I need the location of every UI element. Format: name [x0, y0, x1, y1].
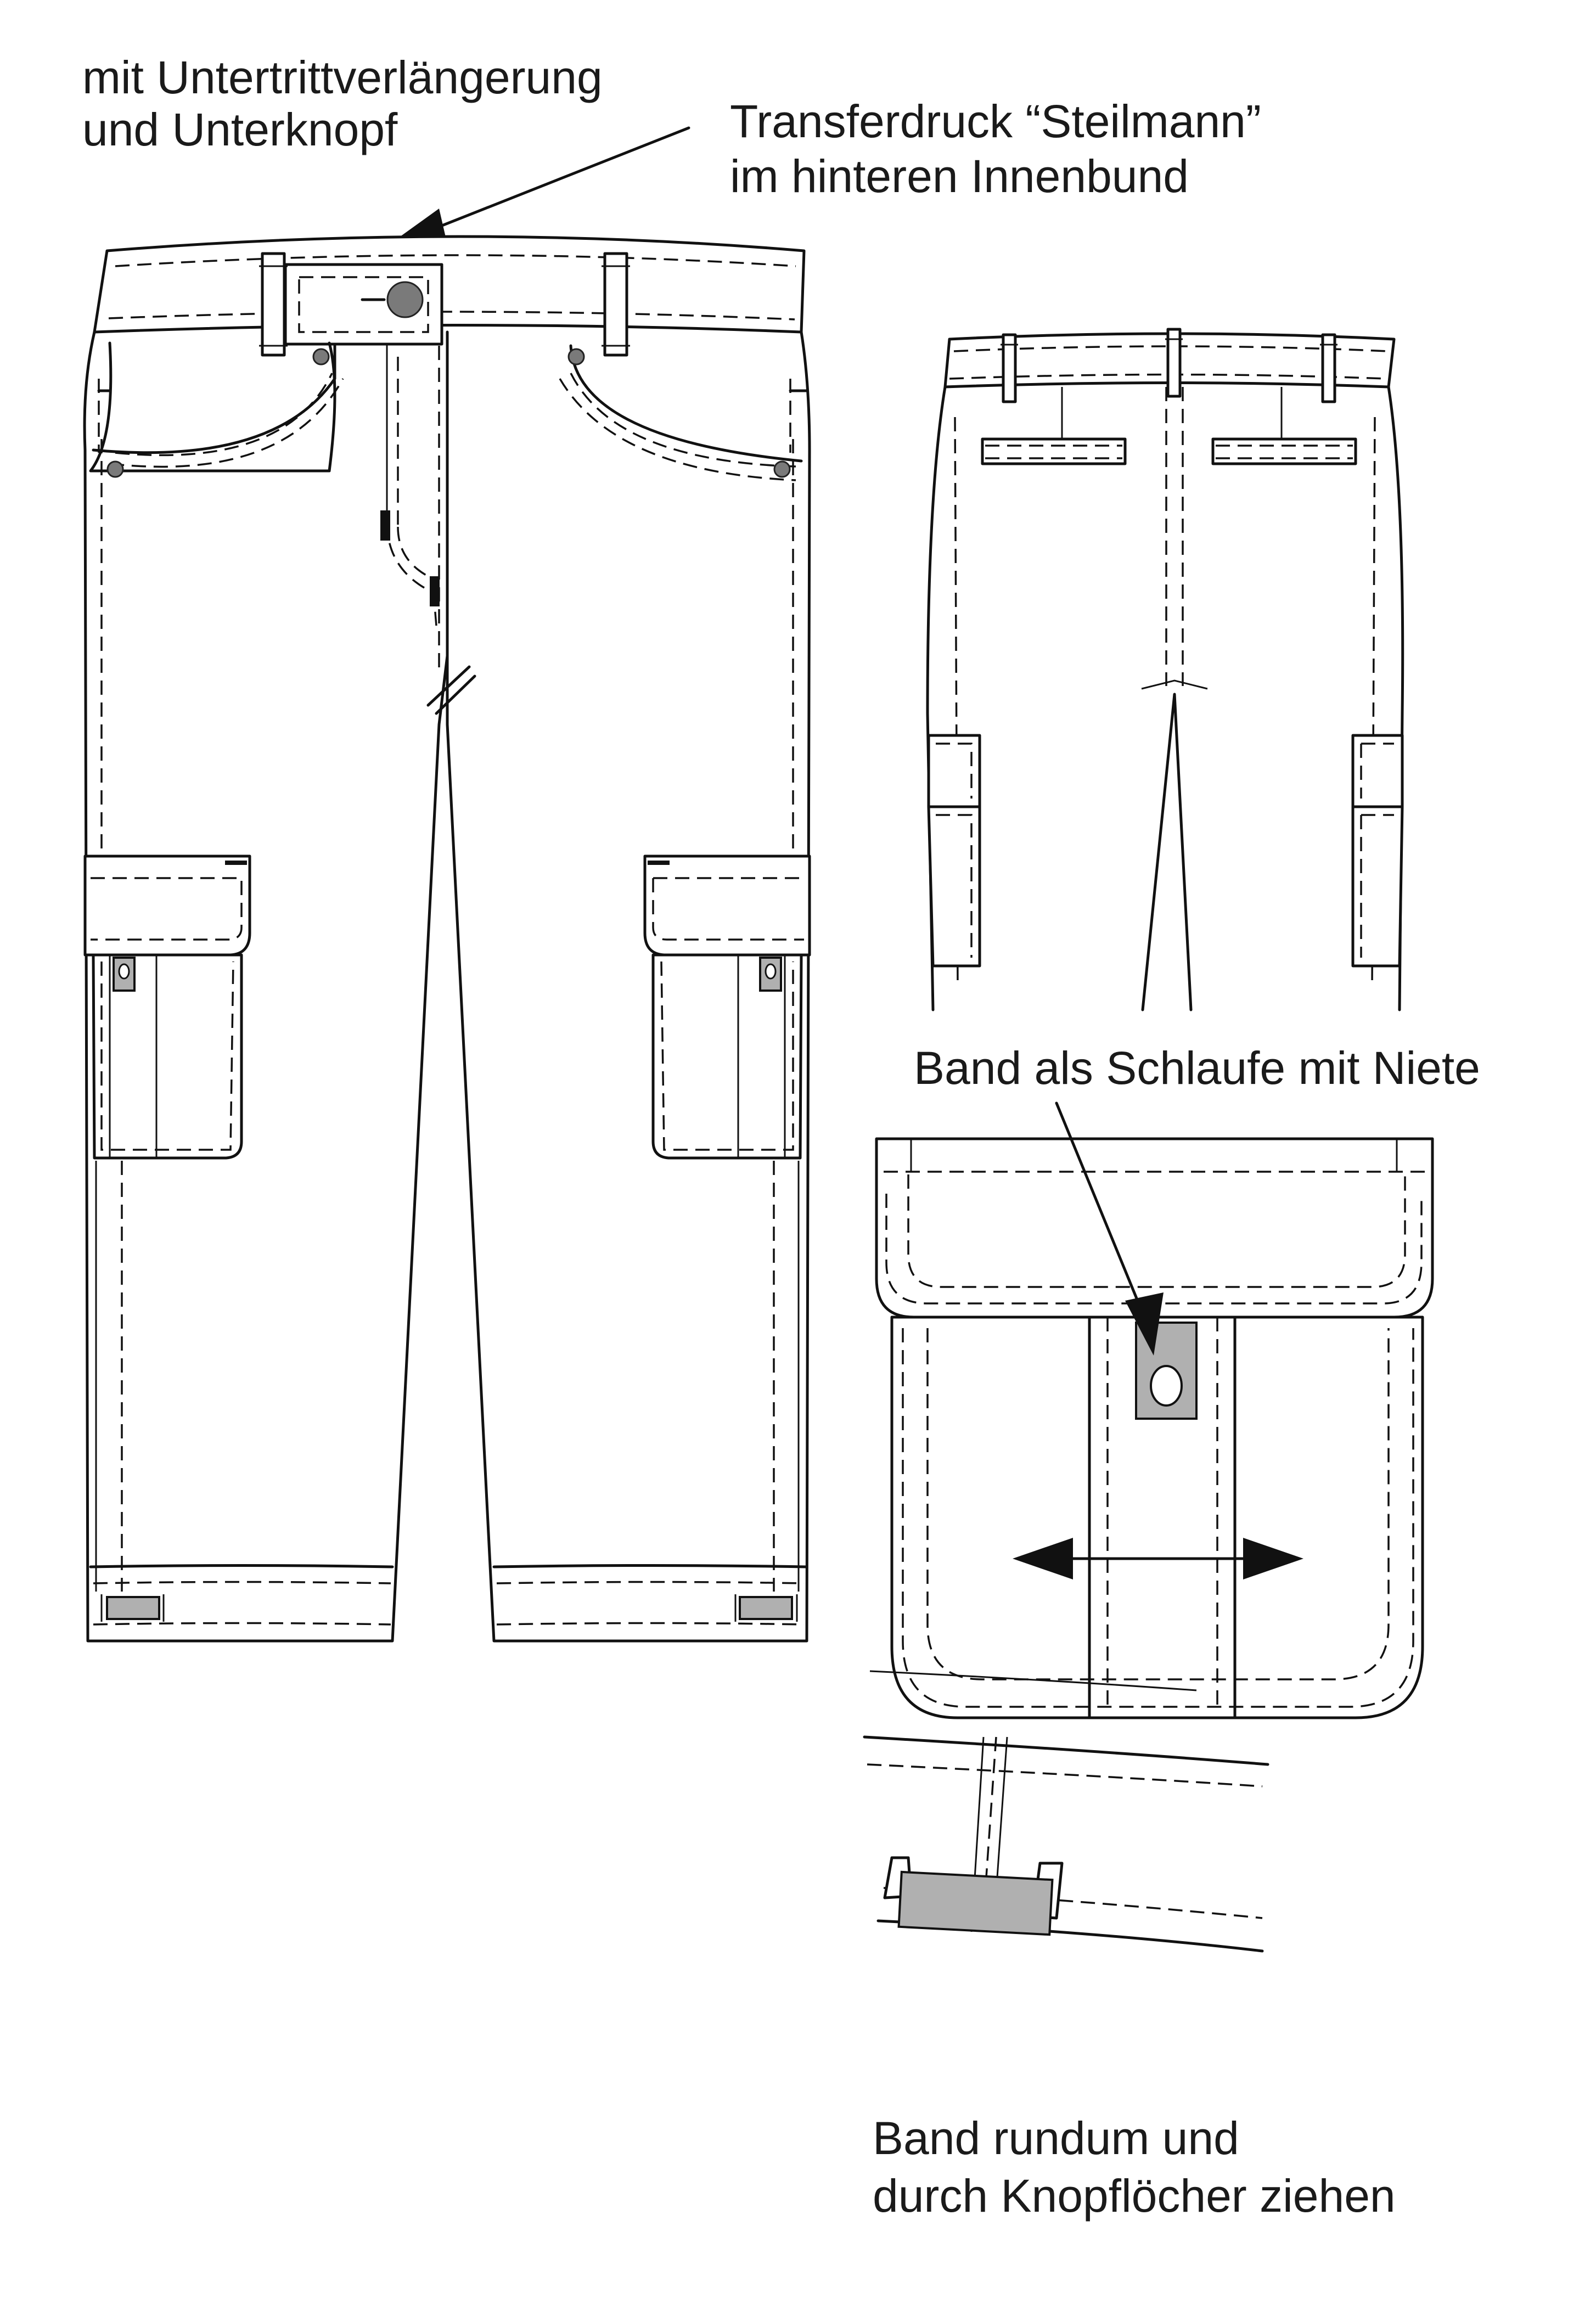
front-right-pocket-opening: [569, 344, 803, 463]
back-belt-loop: [1002, 333, 1017, 403]
label-band-line2: durch Knopflöcher ziehen: [873, 2170, 1396, 2222]
front-view: [83, 235, 811, 1643]
front-belt-loop-left: [259, 252, 288, 357]
back-left-cargo-edge: [927, 734, 981, 968]
label-extension-line1: mit Untertrittverlängerung: [82, 52, 603, 103]
back-belt-loop: [1321, 333, 1336, 403]
pocket-detail-body: [890, 1315, 1424, 1719]
label-extension-line2: und Unterknopf: [82, 104, 398, 155]
front-rivet: [773, 460, 791, 478]
label-loop-rivet: Band als Schlaufe mit Niete: [914, 1042, 1480, 1094]
hem-band-detail: [863, 1670, 1269, 1953]
back-right-cargo-edge: [1351, 734, 1404, 968]
front-left-hem: [89, 1564, 394, 1626]
pocket-detail-flap: [875, 1137, 1434, 1319]
back-view: [926, 328, 1404, 1011]
back-left-welt-pocket: [981, 437, 1127, 465]
front-rivet: [567, 348, 585, 366]
hem-band-tab: [106, 1596, 160, 1620]
loop-pointer-arrowhead: [1125, 1292, 1164, 1356]
front-rivet: [312, 348, 330, 366]
front-belt-loop-right: [602, 252, 630, 357]
waistband-pointer-arrow: [384, 126, 690, 248]
strap-rivet-hole: [1150, 1365, 1183, 1407]
back-leg-outline: [926, 385, 1404, 1011]
label-transfer-line2: im hinteren Innenbund: [730, 150, 1189, 202]
front-waist-button: [386, 281, 424, 318]
front-right-leg-outline: [446, 330, 811, 1643]
front-right-cargo-pocket: [643, 854, 811, 1160]
label-transfer-line1: Transferdruck “Steilmann”: [730, 95, 1261, 147]
front-right-hem: [492, 1564, 808, 1626]
front-left-leg-outline: [83, 330, 449, 1643]
width-adjust-arrow: [1013, 1538, 1303, 1579]
front-left-cargo-pocket: [83, 854, 251, 1160]
back-right-welt-pocket: [1211, 437, 1357, 465]
cargo-pocket-detail: [875, 1101, 1434, 1719]
front-waistband: [93, 235, 806, 334]
front-rivet: [106, 460, 124, 478]
label-band-line1: Band rundum und: [873, 2112, 1239, 2164]
hem-band-tab: [739, 1596, 793, 1620]
back-belt-loop: [1166, 328, 1182, 398]
hem-band-strap: [897, 1870, 1054, 1936]
front-fly: [380, 343, 476, 715]
